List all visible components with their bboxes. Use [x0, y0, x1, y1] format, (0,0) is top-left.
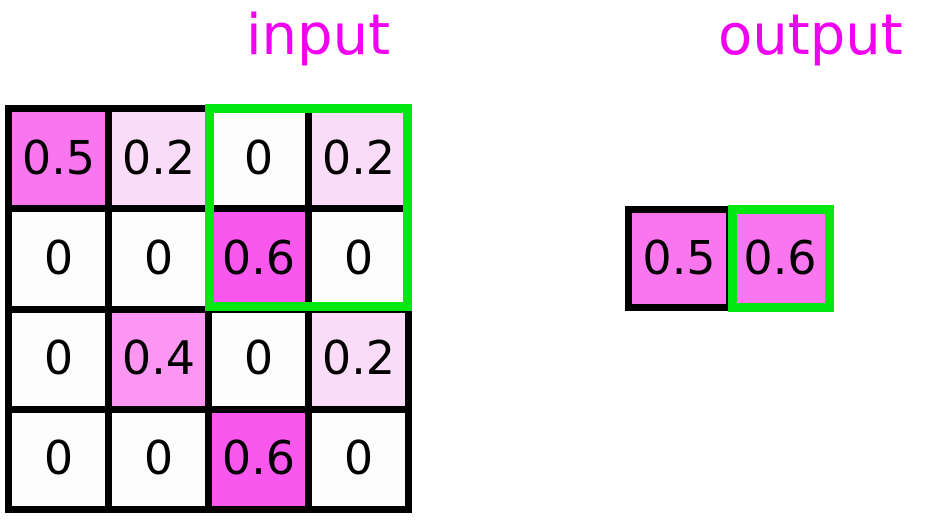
- input-cell: 0: [312, 412, 405, 506]
- input-cell-value: 0: [143, 230, 174, 285]
- input-cell: 0: [12, 212, 105, 306]
- input-cell: 0: [12, 312, 105, 406]
- input-cell-value: 0: [43, 230, 74, 285]
- input-cell: 0.6: [212, 212, 305, 306]
- input-cell: 0: [312, 212, 405, 306]
- input-cell-value: 0.6: [221, 230, 296, 285]
- output-matrix-grid: 0.5 0.6: [625, 206, 834, 311]
- output-cell-value: 0.6: [743, 230, 817, 285]
- output-cells-container: 0.5 0.6: [625, 206, 834, 311]
- input-cell-value: 0: [343, 230, 374, 285]
- input-cell: 0: [112, 412, 205, 506]
- output-cell: 0.6: [733, 213, 827, 304]
- input-cell-value: 0.6: [221, 431, 296, 486]
- input-cell: 0.2: [312, 312, 405, 406]
- input-cell: 0: [112, 212, 205, 306]
- input-cells-container: 0.5 0.2 0 0.2 0 0 0.6 0 0 0.4 0 0.2 0 0 0.6 0: [5, 105, 412, 513]
- input-cell-value: 0.5: [21, 130, 96, 185]
- input-cell: 0: [212, 312, 305, 406]
- input-cell-value: 0.2: [321, 130, 396, 185]
- input-cell-value: 0: [343, 431, 374, 486]
- output-cell: 0.5: [632, 213, 726, 304]
- input-cell-value: 0: [243, 331, 274, 386]
- input-cell: 0: [212, 112, 305, 206]
- input-cell-value: 0: [243, 130, 274, 185]
- input-cell: 0.2: [312, 112, 405, 206]
- input-cell: 0.2: [112, 112, 205, 206]
- input-cell-value: 0.2: [321, 331, 396, 386]
- input-cell: 0.5: [12, 112, 105, 206]
- input-cell: 0: [12, 412, 105, 506]
- input-cell: 0.4: [112, 312, 205, 406]
- input-cell-value: 0: [143, 431, 174, 486]
- input-cell-value: 0.4: [121, 331, 196, 386]
- output-cell-value: 0.5: [642, 230, 716, 285]
- input-cell-value: 0: [43, 331, 74, 386]
- output-panel-title: output: [718, 3, 903, 68]
- input-cell: 0.6: [212, 412, 305, 506]
- input-matrix-grid: 0.5 0.2 0 0.2 0 0 0.6 0 0 0.4 0 0.2 0 0 0.6 0: [5, 105, 412, 513]
- input-cell-value: 0.2: [121, 130, 196, 185]
- input-panel-title: input: [246, 3, 391, 68]
- input-cell-value: 0: [43, 431, 74, 486]
